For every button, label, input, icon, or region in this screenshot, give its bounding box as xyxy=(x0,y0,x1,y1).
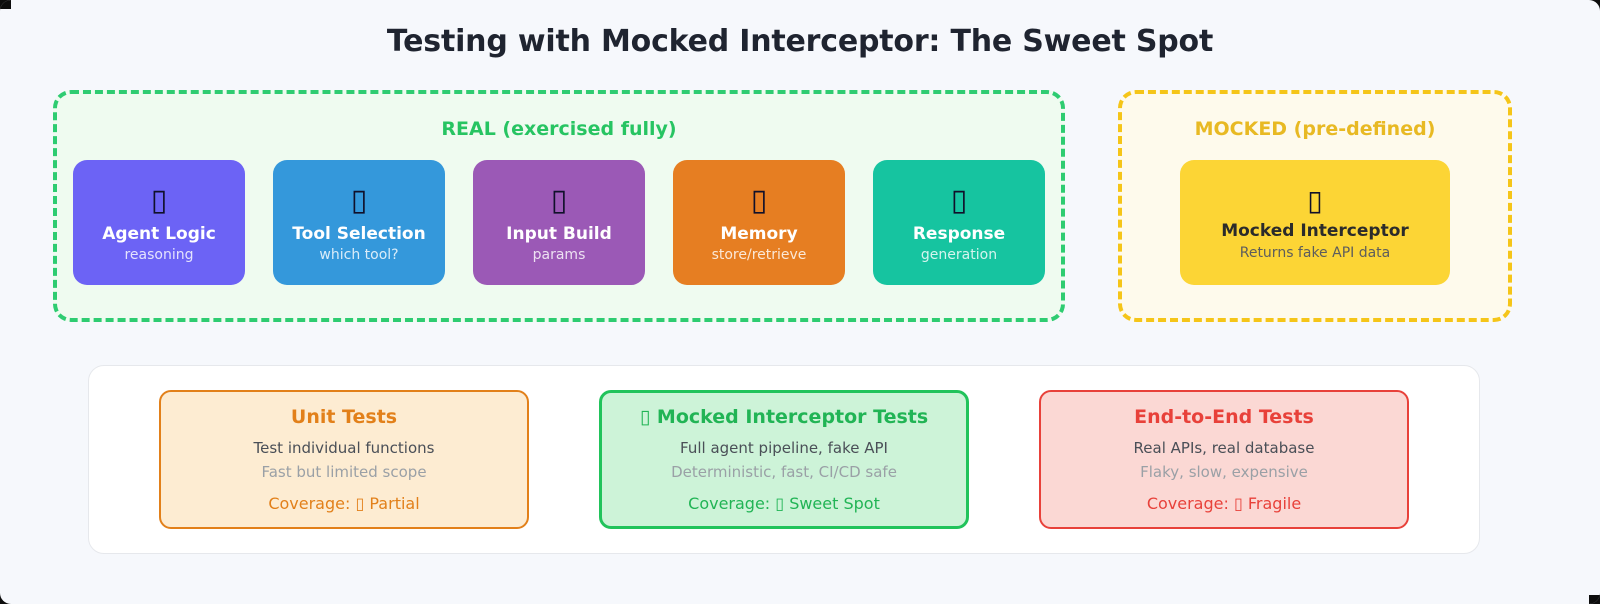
group-mocked-label: MOCKED (pre-defined) xyxy=(1194,118,1436,140)
coverage-value: Fragile xyxy=(1247,494,1302,513)
stage-box-response[interactable]: ▯ Response generation xyxy=(873,160,1045,285)
mocked-box-row: ▯ Mocked Interceptor Returns fake API da… xyxy=(1122,160,1508,285)
stage-box-tool-selection[interactable]: ▯ Tool Selection which tool? xyxy=(273,160,445,285)
agent-logic-icon: ▯ xyxy=(150,183,168,218)
test-card-line1: Full agent pipeline, fake API xyxy=(680,439,888,457)
test-card-line2: Fast but limited scope xyxy=(261,463,427,481)
coverage-status-icon: ▯ xyxy=(355,494,365,513)
test-card-coverage: Coverage: ▯ Partial xyxy=(268,494,419,513)
stage-name: Tool Selection xyxy=(292,224,426,244)
test-card-line2: Deterministic, fast, CI/CD safe xyxy=(671,463,897,481)
test-card-title-text: Mocked Interceptor Tests xyxy=(656,406,929,428)
response-icon: ▯ xyxy=(950,183,968,218)
coverage-status-icon: ▯ xyxy=(1233,494,1243,513)
stage-name: Memory xyxy=(720,224,798,244)
test-card-coverage: Coverage: ▯ Fragile xyxy=(1147,494,1301,513)
stage-subtitle: generation xyxy=(920,247,998,263)
memory-icon: ▯ xyxy=(750,183,768,218)
group-real: REAL (exercised fully) ▯ Agent Logic rea… xyxy=(53,90,1065,322)
group-real-label: REAL (exercised fully) xyxy=(441,118,677,140)
pipeline-stage-row: ▯ Agent Logic reasoning ▯ Tool Selection… xyxy=(57,160,1061,285)
test-comparison-panel: Unit Tests Test individual functions Fas… xyxy=(88,365,1480,554)
stage-box-memory[interactable]: ▯ Memory store/retrieve xyxy=(673,160,845,285)
stage-subtitle: Returns fake API data xyxy=(1239,244,1391,261)
coverage-label: Coverage: xyxy=(268,494,351,513)
test-card-mocked-interceptor-tests[interactable]: ▯ Mocked Interceptor Tests Full agent pi… xyxy=(599,390,969,529)
stage-box-mocked-interceptor[interactable]: ▯ Mocked Interceptor Returns fake API da… xyxy=(1180,160,1450,285)
stage-subtitle: params xyxy=(532,247,586,263)
input-build-icon: ▯ xyxy=(550,183,568,218)
coverage-value: Partial xyxy=(369,494,420,513)
test-card-line2: Flaky, slow, expensive xyxy=(1140,463,1308,481)
coverage-label: Coverage: xyxy=(688,494,771,513)
coverage-status-icon: ▯ xyxy=(775,494,785,513)
stage-name: Input Build xyxy=(506,224,612,244)
stage-subtitle: reasoning xyxy=(124,247,194,263)
stage-name: Response xyxy=(912,224,1006,244)
test-card-title: ▯ Mocked Interceptor Tests xyxy=(640,406,928,428)
page-title: Testing with Mocked Interceptor: The Swe… xyxy=(386,24,1214,59)
test-card-line1: Test individual functions xyxy=(253,439,435,457)
test-card-title: Unit Tests xyxy=(290,406,398,428)
coverage-label: Coverage: xyxy=(1146,494,1229,513)
stage-subtitle: which tool? xyxy=(319,247,399,263)
stage-name: Mocked Interceptor xyxy=(1221,220,1409,241)
stage-box-input-build[interactable]: ▯ Input Build params xyxy=(473,160,645,285)
sweet-spot-title-icon: ▯ xyxy=(639,406,651,428)
test-card-title: End-to-End Tests xyxy=(1134,406,1314,428)
tool-selection-icon: ▯ xyxy=(350,183,368,218)
test-card-end-to-end-tests[interactable]: End-to-End Tests Real APIs, real databas… xyxy=(1039,390,1409,529)
group-mocked: MOCKED (pre-defined) ▯ Mocked Intercepto… xyxy=(1118,90,1512,322)
test-card-unit-tests[interactable]: Unit Tests Test individual functions Fas… xyxy=(159,390,529,529)
stage-subtitle: store/retrieve xyxy=(711,247,807,263)
test-card-line1: Real APIs, real database xyxy=(1133,439,1315,457)
test-card-coverage: Coverage: ▯ Sweet Spot xyxy=(688,494,880,513)
coverage-value: Sweet Spot xyxy=(789,494,880,513)
mocked-interceptor-icon: ▯ xyxy=(1307,183,1323,217)
page-corner-bottom-right xyxy=(1589,595,1600,604)
page-corner-top-left xyxy=(0,0,11,9)
stage-box-agent-logic[interactable]: ▯ Agent Logic reasoning xyxy=(73,160,245,285)
stage-name: Agent Logic xyxy=(102,224,216,244)
